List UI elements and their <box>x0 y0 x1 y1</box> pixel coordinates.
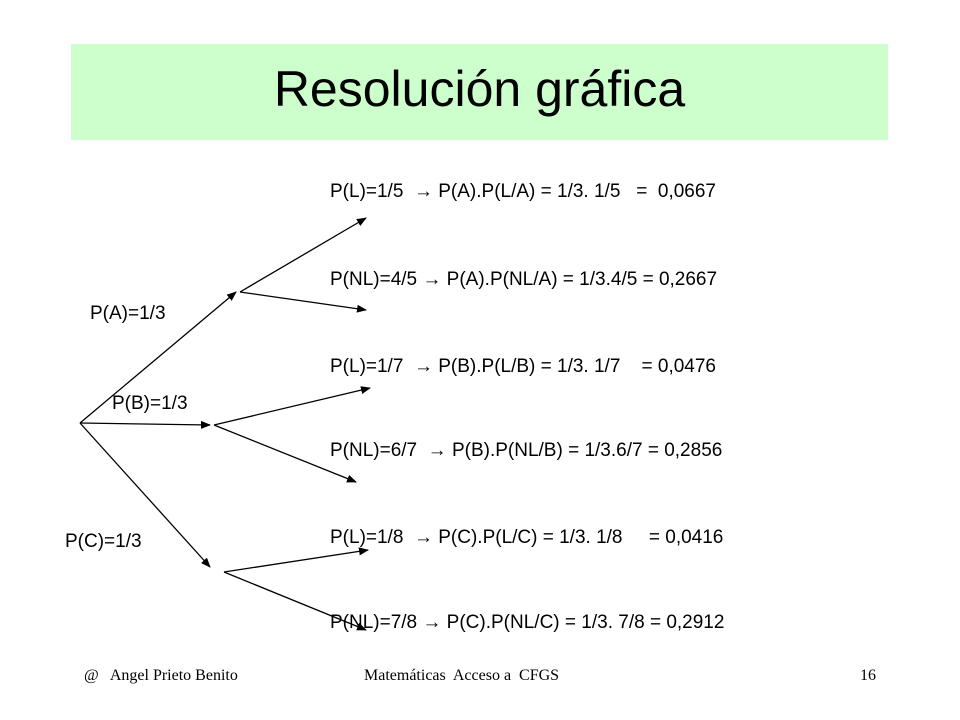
label-p-a: P(A)=1/3 <box>90 303 166 324</box>
branch-c <box>79 422 211 568</box>
footer-course: Matemáticas Acceso a CFGS <box>364 667 560 684</box>
branch-c-l <box>223 547 369 573</box>
branch-b-l <box>213 386 371 426</box>
outcome-a-nl: P(NL)=4/5 → P(A).P(NL/A) = 1/3.4/5 = 0,2… <box>330 269 718 290</box>
outcome-a-l: P(L)=1/5 → P(A).P(L/A) = 1/3. 1/5 = 0,06… <box>330 181 717 202</box>
branch-a-l <box>239 217 367 293</box>
outcome-c-nl: P(NL)=7/8 → P(C).P(NL/C) = 1/3. 7/8 = 0,… <box>330 612 725 633</box>
outcome-b-l: P(L)=1/7 → P(B).P(L/B) = 1/3. 1/7 = 0,04… <box>330 356 717 377</box>
branch-a <box>79 291 237 424</box>
slide-title: Resolución gráfica <box>273 61 686 117</box>
label-p-b: P(B)=1/3 <box>112 393 188 414</box>
branch-c-nl <box>223 571 367 631</box>
footer-page-number: 16 <box>860 667 876 684</box>
branch-b <box>79 420 211 429</box>
outcome-c-l: P(L)=1/8 → P(C).P(L/C) = 1/3. 1/8 = 0,04… <box>330 527 724 548</box>
label-p-c: P(C)=1/3 <box>65 531 142 552</box>
branch-a-nl <box>239 291 367 313</box>
outcome-b-nl: P(NL)=6/7 → P(B).P(NL/B) = 1/3.6/7 = 0,2… <box>330 440 723 461</box>
footer-author: @ Angel Prieto Benito <box>84 667 238 684</box>
title-band: Resolución gráfica <box>71 44 888 140</box>
branch-b-nl <box>213 424 357 483</box>
